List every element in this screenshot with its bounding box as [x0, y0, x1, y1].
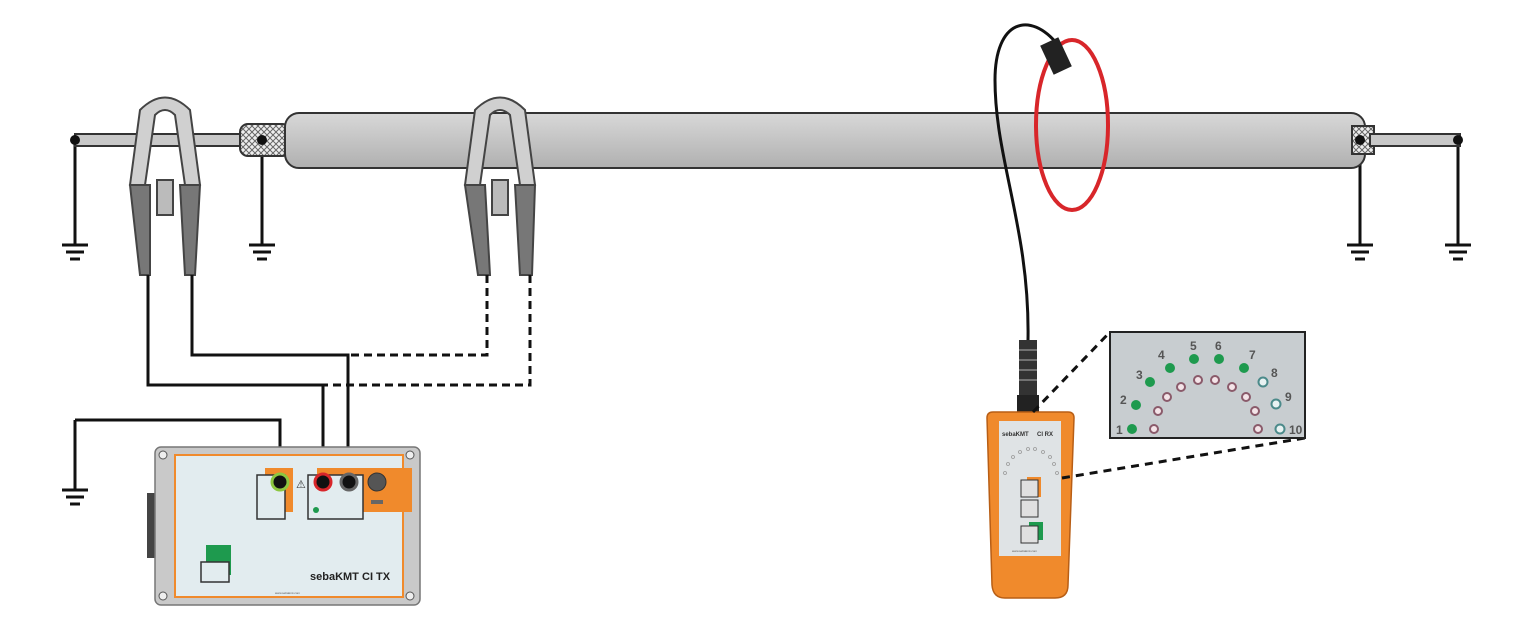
brand-logo: sebaKMT — [1002, 432, 1029, 438]
led-label: 6 — [1215, 339, 1222, 353]
led-6 — [1214, 354, 1224, 364]
led-4 — [1165, 363, 1175, 373]
red-terminal[interactable] — [313, 472, 333, 492]
led-panel-enlarged: 1 2 3 4 5 6 7 8 9 10 — [1109, 331, 1306, 439]
clamp-probe-2 — [463, 96, 537, 276]
clamp-2-wires — [323, 275, 532, 387]
led-7 — [1239, 363, 1249, 373]
ground-icon — [1445, 140, 1471, 261]
led-2 — [1131, 400, 1141, 410]
round-button[interactable] — [367, 472, 387, 492]
ci-tx-transmitter: ⚠ sebaKMT CI TX www.sebakmt.com — [147, 446, 421, 606]
warning-icon: ⚠ — [296, 479, 306, 491]
rogowski-coil — [993, 23, 1110, 341]
signal-leds — [1127, 354, 1286, 435]
brand-logo: sebaKMT — [310, 571, 359, 583]
ci-rx-receiver: sebaKMT CI RX www.sebakmt.com — [986, 340, 1075, 599]
black-terminal[interactable] — [339, 472, 359, 492]
model-label: CI RX — [1037, 432, 1053, 438]
led-label: 2 — [1120, 393, 1127, 407]
led-label: 5 — [1190, 339, 1197, 353]
led-label: 3 — [1136, 368, 1143, 382]
led-5 — [1189, 354, 1199, 364]
power-cable — [70, 112, 1463, 169]
mini-led-arc — [1003, 447, 1059, 475]
clamp-1-wires — [75, 275, 350, 462]
led-10 — [1274, 423, 1286, 435]
led-label: 9 — [1285, 390, 1292, 404]
ground-icon — [62, 140, 88, 261]
led-9 — [1270, 398, 1282, 410]
power-button[interactable] — [200, 561, 230, 583]
url-label: www.sebakmt.com — [275, 591, 301, 595]
led-8 — [1257, 376, 1269, 388]
led-1 — [1127, 424, 1137, 434]
minus-button[interactable] — [1020, 499, 1039, 518]
power-button[interactable] — [1020, 525, 1039, 544]
led-label: 8 — [1271, 366, 1278, 380]
model-label: CI TX — [362, 571, 391, 583]
led-label: 7 — [1249, 348, 1256, 362]
led-label: 10 — [1289, 423, 1303, 437]
plus-button[interactable] — [1020, 479, 1039, 498]
direction-leds — [1149, 375, 1263, 434]
clamp-probe-1 — [128, 96, 202, 276]
led-label: 4 — [1158, 348, 1165, 362]
led-label: 1 — [1116, 423, 1123, 437]
led-3 — [1145, 377, 1155, 387]
ground-icon — [62, 420, 88, 506]
url-label: www.sebakmt.com — [1012, 549, 1038, 553]
ground-icon — [249, 140, 275, 261]
zoom-callout-lines — [1031, 330, 1306, 480]
ground-terminal[interactable] — [270, 472, 290, 492]
